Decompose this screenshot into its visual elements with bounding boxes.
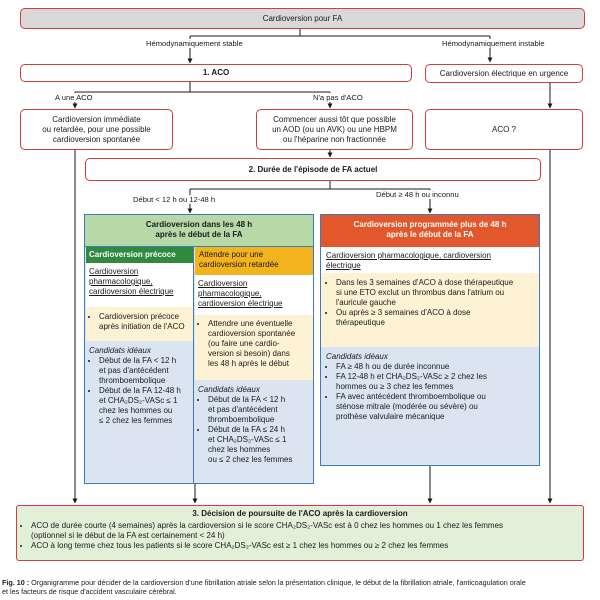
planned-bullet-2: Ou après ≥ 3 semaines d'ACO à dosethérap… (336, 308, 536, 328)
early-method-3: cardioversion électrique (89, 287, 174, 296)
planned-panel: Cardioversion programmée plus de 48 h ap… (320, 214, 540, 466)
planned-bullet-1: Dans les 3 semaines d'ACO à dose thérape… (336, 278, 536, 308)
delayed-header-2: cardioversion retardée (199, 260, 279, 269)
early-candidate-2: Début de la FA 12-48 het CHA₂DS₂-VASc ≤ … (99, 386, 190, 426)
delayed-method-1: Cardioversion (198, 279, 248, 288)
caption-label: Fig. 10 : (2, 578, 30, 587)
delayed-method-2: pharmacologique, (198, 289, 262, 298)
planned-candidates: Candidats idéaux FA ≥ 48 h ou de durée i… (321, 347, 539, 427)
delayed-method: Cardioversion pharmacologique, cardiover… (195, 275, 313, 315)
early-method-1: Cardioversion (89, 267, 139, 276)
early-candidates: Candidats idéaux Début de la FA < 12 het… (86, 341, 193, 431)
planned-candidate-3: FA avec antécédent thromboembolique oust… (336, 392, 534, 422)
delayed-candidate-1: Début de la FA < 12 het pas d'antécédent… (208, 395, 310, 425)
start-line-2: un AOD (ou un AVK) ou une HBPM (272, 125, 397, 134)
delayed-candidates-title: Candidats idéaux (198, 385, 260, 394)
figure-caption: Fig. 10 : Organigramme pour décider de l… (2, 578, 600, 596)
delayed-candidates: Candidats idéaux Début de la FA < 12 het… (195, 380, 313, 470)
step2-box: 2. Durée de l'épisode de FA actuel (85, 158, 541, 181)
early-method: Cardioversion pharmacologique, cardiover… (86, 263, 193, 307)
immediate-cardioversion-box: Cardioversion immédiate ou retardée, pou… (20, 109, 173, 150)
early-header: Cardioversion précoce (86, 247, 193, 263)
planned-candidate-1: FA ≥ 48 h ou de durée inconnue (336, 362, 534, 372)
title-box: Cardioversion pour FA (20, 8, 585, 29)
within-48h-line-2: après le début de la FA (155, 230, 243, 239)
delayed-header: Attendre pour une cardioversion retardée (195, 247, 313, 275)
early-method-2: pharmacologique, (89, 277, 153, 286)
planned-bullets: Dans les 3 semaines d'ACO à dose thérape… (321, 273, 539, 347)
delayed-column: Attendre pour une cardioversion retardée… (195, 247, 313, 483)
aco-yes-label: A une ACO (53, 93, 95, 102)
planned-header: Cardioversion programmée plus de 48 h ap… (321, 215, 539, 247)
delayed-candidate-2: Début de la FA ≤ 24 het CHA₂DS₂-VASc ≤ 1… (208, 425, 310, 465)
immediate-line-1: Cardioversion immédiate (52, 115, 141, 124)
urgent-cardioversion-text: Cardioversion électrique en urgence (439, 69, 569, 78)
duration-long-label: Début ≥ 48 h ou inconnu (374, 190, 461, 199)
title-text: Cardioversion pour FA (262, 14, 343, 23)
delayed-method-3: cardioversion électrique (198, 299, 283, 308)
planned-candidate-2: FA 12-48 h et CHA₂DS₂-VASc ≥ 2 chez lesh… (336, 372, 534, 392)
step3-bullet-1: ACO de durée courte (4 semaines) après l… (31, 521, 583, 541)
planned-method-2: électrique (326, 261, 361, 270)
aco-question-box: ACO ? (425, 109, 583, 150)
branch-unstable-label: Hémodynamiquement instable (440, 39, 547, 48)
planned-header-2: après le début de la FA (386, 230, 474, 239)
early-candidate-1: Début de la FA < 12 het pas d'antécédent… (99, 356, 190, 386)
step3-box: 3. Décision de poursuite de l'ACO après … (16, 505, 584, 561)
caption-line-1: Organigramme pour décider de la cardiove… (29, 578, 526, 587)
step3-title: 3. Décision de poursuite de l'ACO après … (192, 509, 408, 518)
planned-candidates-title: Candidats idéaux (326, 352, 388, 361)
duration-short-label: Début < 12 h ou 12-48 h (131, 195, 218, 204)
planned-header-1: Cardioversion programmée plus de 48 h (353, 220, 507, 229)
within-48h-line-1: Cardioversion dans les 48 h (145, 220, 253, 229)
delayed-header-1: Attendre pour une (199, 250, 264, 259)
aco-question-text: ACO ? (491, 125, 516, 134)
within-48h-header: Cardioversion dans les 48 h après le déb… (85, 215, 313, 247)
urgent-cardioversion-box: Cardioversion électrique en urgence (425, 64, 583, 83)
planned-method-1: Cardioversion pharmacologique, cardiover… (326, 251, 491, 260)
immediate-line-3: cardioversion spontanée (52, 135, 141, 144)
early-header-text: Cardioversion précoce (89, 250, 176, 259)
step1-box: 1. ACO (20, 64, 412, 82)
start-anticoag-box: Commencer aussi tôt que possible un AOD … (256, 109, 413, 150)
early-candidates-title: Candidats idéaux (89, 346, 151, 355)
start-line-1: Commencer aussi tôt que possible (273, 115, 396, 124)
step3-bullet-2: ACO à long terme chez tous les patients … (31, 541, 583, 551)
branch-stable-label: Hémodynamiquement stable (144, 39, 245, 48)
planned-method: Cardioversion pharmacologique, cardiover… (321, 247, 539, 273)
step1-text: 1. ACO (202, 68, 230, 77)
step2-text: 2. Durée de l'épisode de FA actuel (248, 165, 378, 174)
early-column: Cardioversion précoce Cardioversion phar… (86, 247, 194, 483)
aco-no-label: N'a pas d'ACO (311, 93, 365, 102)
immediate-line-2: ou retardée, pour une possible (42, 125, 151, 134)
caption-line-2: et les facteurs de risque d'accident vas… (2, 587, 177, 596)
start-line-3: ou l'héparine non fractionnée (283, 135, 386, 144)
